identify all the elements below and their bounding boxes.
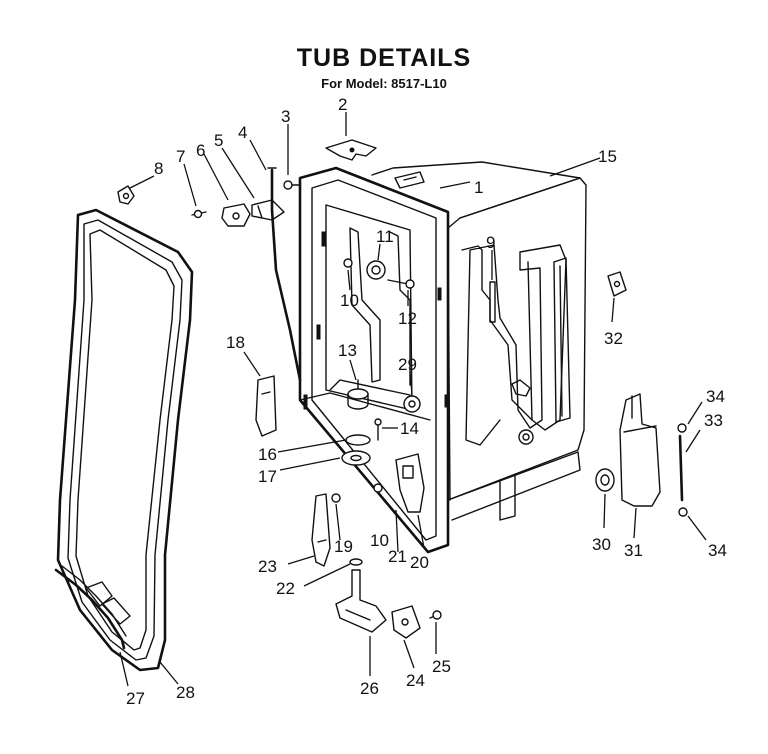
- callout-6: 6: [196, 141, 205, 160]
- callout-10-lower: 10: [370, 531, 389, 550]
- callout-9: 9: [486, 233, 495, 252]
- callout-8: 8: [154, 159, 163, 178]
- callout-14: 14: [400, 419, 419, 438]
- callout-5: 5: [214, 131, 223, 150]
- callout-7: 7: [176, 147, 185, 166]
- callout-32: 32: [604, 329, 623, 348]
- callout-34-lower: 34: [708, 541, 727, 560]
- callout-4: 4: [238, 123, 247, 142]
- callout-11: 11: [376, 227, 394, 246]
- callout-2: 2: [338, 95, 347, 114]
- callout-13: 13: [338, 341, 357, 360]
- lower-parts: [255, 271, 688, 639]
- callout-24: 24: [406, 671, 425, 690]
- gasket-strip: [54, 565, 131, 650]
- interior-parts: [341, 258, 496, 466]
- callout-20: 20: [410, 553, 429, 572]
- callout-23: 23: [258, 557, 277, 576]
- callout-19: 19: [334, 537, 353, 556]
- callout-21: 21: [388, 547, 407, 566]
- callout-16: 16: [258, 445, 277, 464]
- callout-22: 22: [276, 579, 295, 598]
- callout-17: 17: [258, 467, 277, 486]
- callout-27: 27: [126, 689, 145, 708]
- door-gasket: [56, 208, 194, 672]
- callout-15: 15: [598, 147, 617, 166]
- callout-34-upper: 34: [706, 387, 725, 406]
- callout-26: 26: [360, 679, 379, 698]
- callout-31: 31: [624, 541, 643, 560]
- callout-18: 18: [226, 333, 245, 352]
- top-parts: [117, 139, 425, 382]
- callout-labels: 1 2 3 4 5 6 7 8 9 10 10 11 12 13 14 15 1…: [126, 95, 727, 708]
- callout-12: 12: [398, 309, 417, 328]
- callout-10-upper: 10: [340, 291, 359, 310]
- callout-25: 25: [432, 657, 451, 676]
- callout-29: 29: [398, 355, 417, 374]
- diagram-title: TUB DETAILS: [296, 44, 472, 72]
- callout-33: 33: [704, 411, 723, 430]
- callout-30: 30: [592, 535, 611, 554]
- callout-3: 3: [281, 107, 290, 126]
- callout-1: 1: [474, 178, 483, 197]
- diagram-subtitle: For Model: 8517-L10: [321, 76, 447, 91]
- callout-28: 28: [176, 683, 195, 702]
- leader-lines: [119, 112, 707, 687]
